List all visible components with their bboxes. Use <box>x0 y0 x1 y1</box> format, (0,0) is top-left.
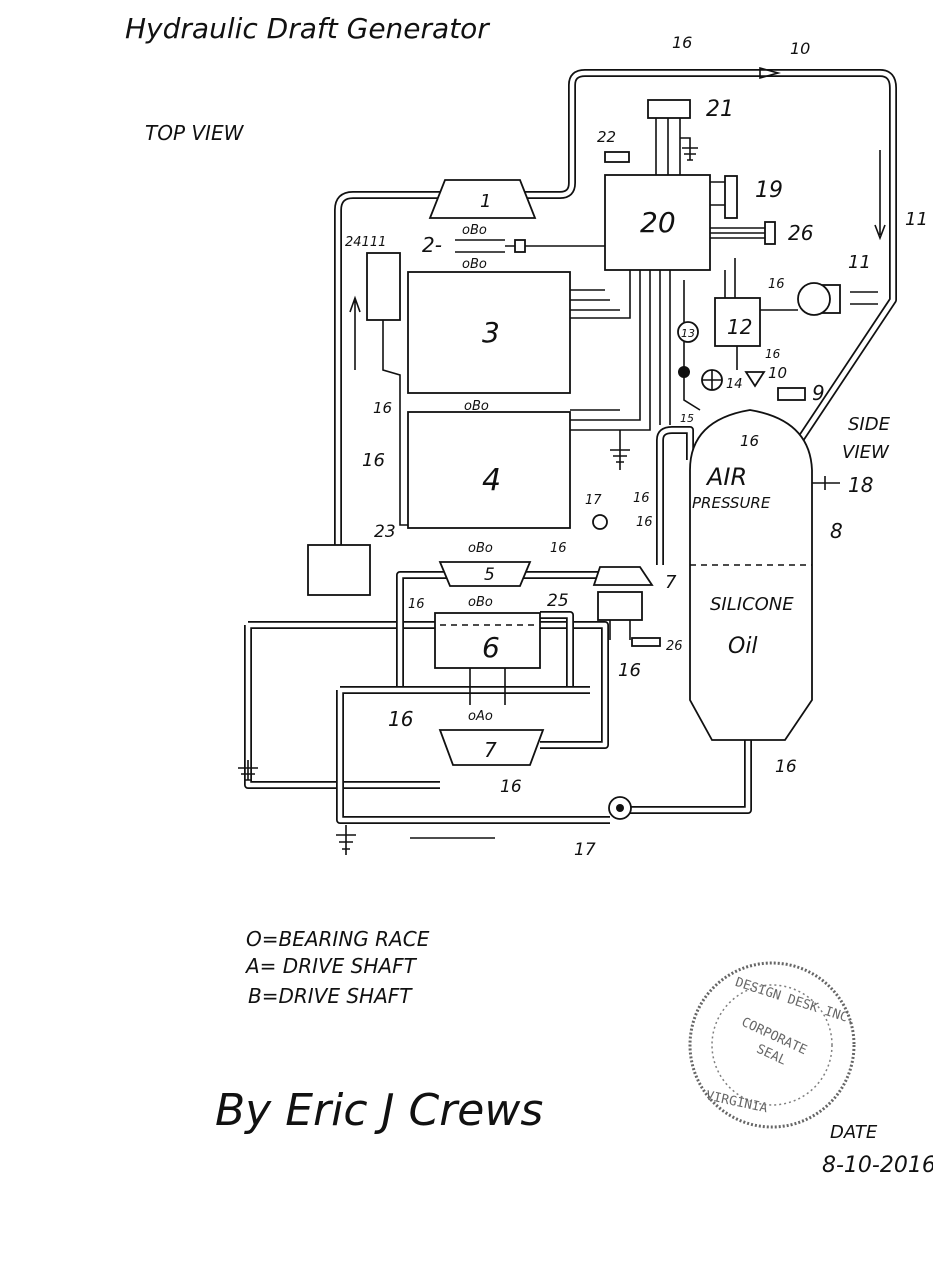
label-25: 25 <box>547 591 569 611</box>
bearing-race-b: oBo <box>468 595 493 610</box>
label-11: 11 <box>848 252 871 273</box>
label-5: 5 <box>484 565 495 585</box>
label-17: 17 <box>574 840 596 860</box>
component-10-valve <box>744 371 766 388</box>
component-21 <box>647 99 691 119</box>
component-7-small-pump <box>592 566 654 586</box>
side-view-label: VIEW <box>842 442 890 463</box>
bearing-race-b: oBo <box>464 399 489 414</box>
label-9: 9 <box>812 381 825 405</box>
label-17: 17 <box>585 493 602 508</box>
oil-label: Oil <box>728 634 758 659</box>
component-4 <box>407 411 571 529</box>
label-16: 16 <box>550 541 567 556</box>
component-5-motor <box>438 561 532 587</box>
ground-icon <box>238 760 258 781</box>
component-26 <box>764 221 776 245</box>
label-16: 16 <box>618 660 641 681</box>
label-14: 14 <box>726 377 743 392</box>
component-24 <box>366 252 401 321</box>
silicone-label: SILICONE <box>710 594 794 615</box>
label-16: 16 <box>765 347 781 361</box>
bearing-race-b: oBo <box>468 541 493 556</box>
label-10-top: 10 <box>790 39 810 58</box>
label-23: 23 <box>374 522 396 542</box>
label-16: 16 <box>636 515 653 530</box>
component-6 <box>434 612 541 669</box>
bearing-race-b: oBo <box>462 257 487 272</box>
label-4: 4 <box>482 463 501 498</box>
side-view-label: SIDE <box>848 414 891 435</box>
label-13: 13 <box>681 327 695 340</box>
label-16: 16 <box>373 399 392 417</box>
legend-bearing-race: O=BEARING RACE <box>246 927 430 951</box>
label-16: 16 <box>408 597 425 612</box>
valve-17-upper <box>592 514 608 530</box>
oil-tank <box>689 409 813 741</box>
label-24: 24111 <box>345 235 386 250</box>
date-value: 8-10-2016 <box>822 1153 933 1178</box>
label-6: 6 <box>482 631 500 664</box>
label-16: 16 <box>775 757 797 777</box>
air-label: AIR <box>705 463 747 491</box>
label-21: 21 <box>706 97 734 122</box>
label-16: 16 <box>388 707 413 731</box>
component-11-intake <box>797 282 831 316</box>
signature: By Eric J Crews <box>215 1085 543 1136</box>
label-16: 16 <box>362 450 385 471</box>
bearing-race-a: oAo <box>468 709 493 724</box>
label-7: 7 <box>484 738 497 762</box>
ground-icon <box>610 430 630 470</box>
seal-text: VIRGINIA <box>704 1089 769 1117</box>
legend-drive-shaft-b: B=DRIVE SHAFT <box>248 984 413 1008</box>
diagram-title: Hydraulic Draft Generator <box>125 12 490 45</box>
label-12: 12 <box>727 315 752 339</box>
date-label: DATE <box>830 1122 878 1143</box>
label-11-pipe: 11 <box>905 209 928 230</box>
component-3 <box>407 271 571 394</box>
bearing-race-b: oBo <box>462 223 487 238</box>
label-3: 3 <box>482 316 500 349</box>
label-15: 15 <box>680 412 694 425</box>
component-23 <box>307 544 371 596</box>
component-22 <box>604 151 630 163</box>
label-16: 16 <box>633 491 650 506</box>
legend-drive-shaft-a: A= DRIVE SHAFT <box>244 954 418 978</box>
label-26-lower: 26 <box>666 639 683 654</box>
label-16: 16 <box>672 33 692 52</box>
top-view-label: TOP VIEW <box>145 121 245 145</box>
component-1-pump <box>428 179 537 219</box>
component-19 <box>724 175 738 219</box>
pressure-label: PRESSURE <box>692 494 771 512</box>
label-1: 1 <box>480 191 491 212</box>
label-7-small: 7 <box>665 572 677 593</box>
label-26: 26 <box>788 221 813 245</box>
component-20-controller <box>604 174 711 271</box>
label-22: 22 <box>597 128 616 146</box>
label-20: 20 <box>640 206 676 239</box>
component-25 <box>597 591 643 621</box>
component-9 <box>777 387 806 401</box>
label-16: 16 <box>768 277 785 292</box>
corporate-seal: DESIGN DESK INC. CORPORATE SEAL VIRGINIA <box>688 961 857 1129</box>
label-16: 16 <box>740 432 759 450</box>
ground-icon <box>336 825 356 855</box>
label-2: 2- <box>422 233 442 257</box>
component-7-pump <box>438 729 545 766</box>
component-13-gauge <box>677 321 699 343</box>
label-8: 8 <box>830 519 843 543</box>
label-19: 19 <box>755 178 783 203</box>
label-16: 16 <box>500 777 522 797</box>
label-10: 10 <box>768 364 787 382</box>
pipe-loop-16 <box>244 66 897 839</box>
label-18: 18 <box>848 473 873 497</box>
